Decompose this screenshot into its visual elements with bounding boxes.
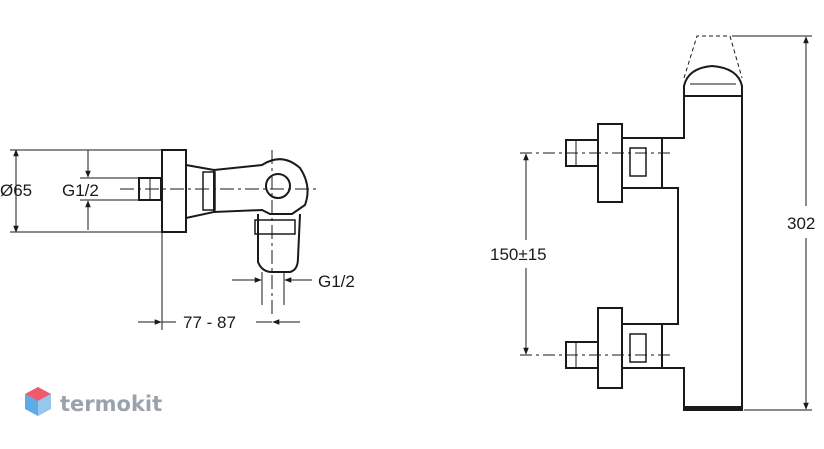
outlet-thread-dimension bbox=[232, 272, 312, 305]
center-distance-label: 150±15 bbox=[490, 245, 547, 264]
inlet-thread-dimension bbox=[80, 150, 139, 230]
side-view bbox=[120, 149, 320, 315]
main-body bbox=[661, 96, 743, 411]
top-handle bbox=[683, 64, 743, 97]
centerlines bbox=[120, 150, 320, 315]
upper-flange bbox=[597, 123, 623, 203]
outlet-thread-label: G1/2 bbox=[318, 272, 355, 291]
front-view bbox=[520, 35, 743, 411]
height-dimension bbox=[732, 35, 812, 411]
inlet-centerlines bbox=[520, 152, 672, 356]
valve-body bbox=[213, 158, 309, 215]
outlet-spout bbox=[257, 213, 301, 273]
upper-arm bbox=[622, 137, 662, 189]
total-height-label: 302 bbox=[787, 214, 815, 233]
wall-flange bbox=[161, 149, 187, 233]
depth-label: 77 - 87 bbox=[183, 313, 236, 332]
diameter-dimension bbox=[10, 149, 162, 233]
hexagon-logo-icon bbox=[25, 387, 51, 416]
lower-arm bbox=[622, 323, 662, 369]
diameter-label: Ø65 bbox=[0, 181, 32, 200]
depth-dimension bbox=[138, 232, 300, 330]
termokit-logo: termokit bbox=[25, 387, 162, 416]
inlet-thread-label: G1/2 bbox=[62, 181, 99, 200]
lower-flange bbox=[597, 307, 623, 389]
brand-name: termokit bbox=[60, 392, 162, 416]
cap-outline bbox=[683, 35, 743, 79]
control-knob bbox=[265, 173, 291, 199]
